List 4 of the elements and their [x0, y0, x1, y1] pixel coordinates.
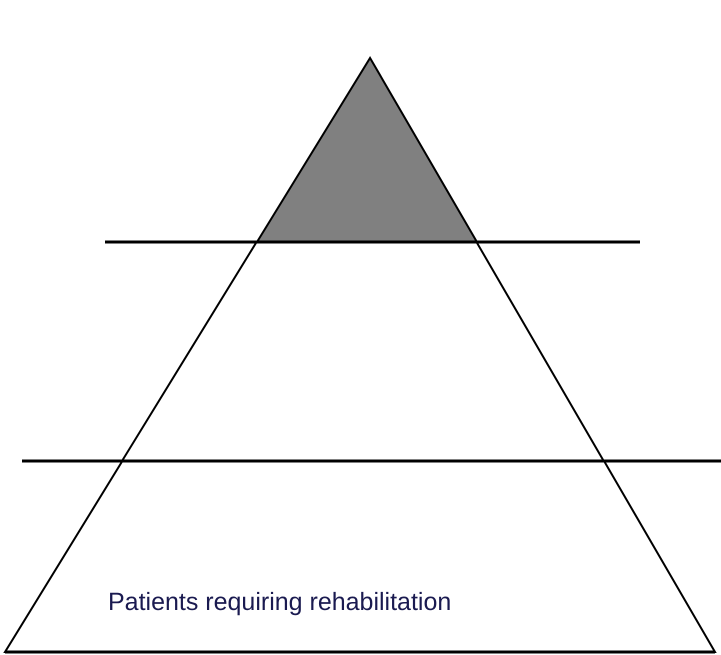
- band-label: Patients requiring rehabilitation: [108, 588, 452, 617]
- pyramid-band: [5, 461, 715, 652]
- pyramid-band: [122, 242, 604, 461]
- apex-triangle: [256, 58, 477, 242]
